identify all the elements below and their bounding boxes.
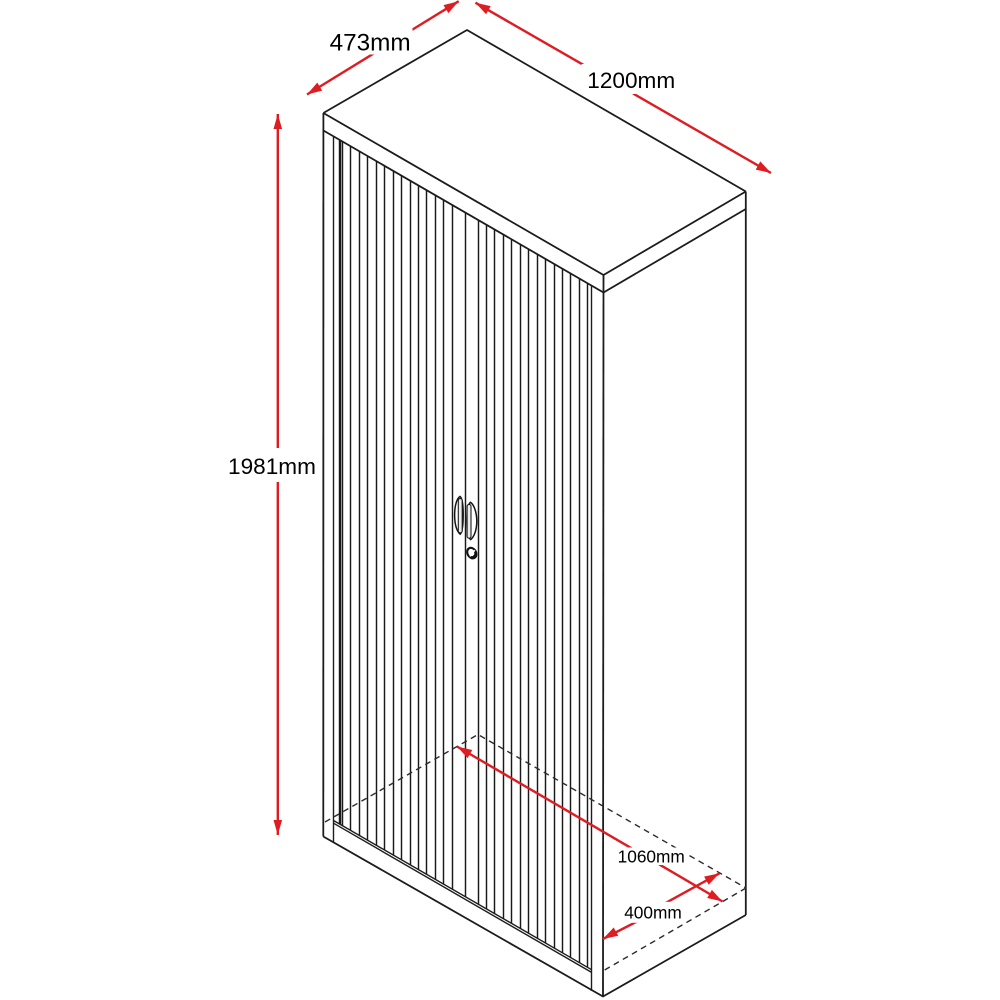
svg-text:1200mm: 1200mm [587,68,675,93]
svg-text:473mm: 473mm [330,29,411,56]
svg-text:1981mm: 1981mm [228,454,316,479]
svg-text:1060mm: 1060mm [618,847,685,867]
svg-text:400mm: 400mm [624,902,682,922]
